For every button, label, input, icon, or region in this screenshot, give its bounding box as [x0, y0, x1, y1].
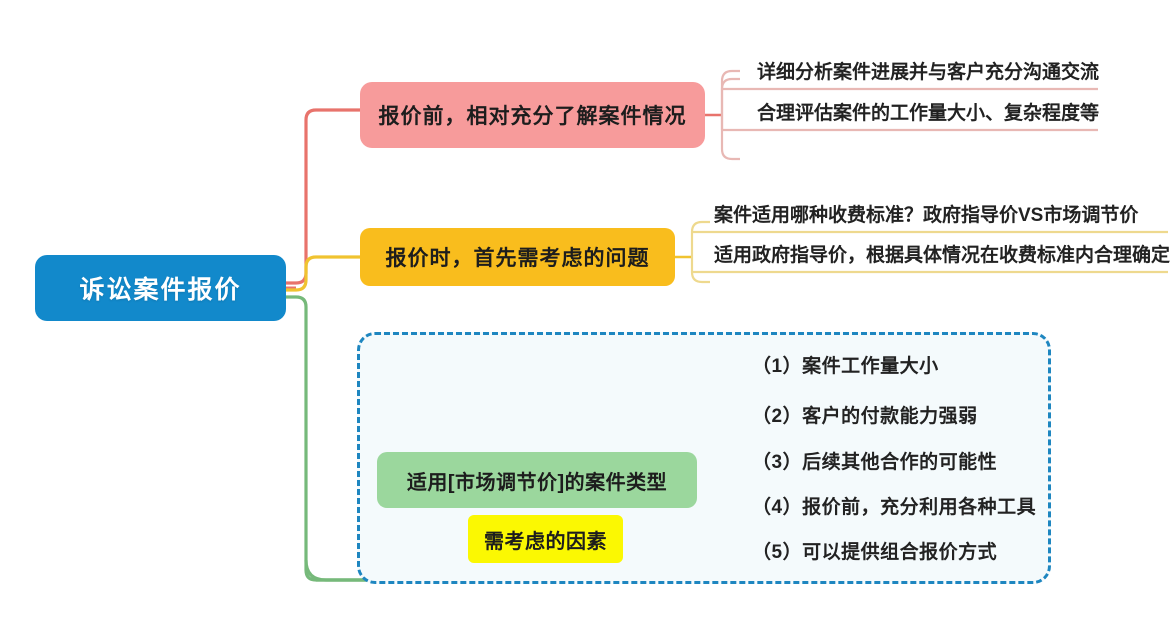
branch-3-tag-node[interactable]: 需考虑的因素	[468, 515, 623, 563]
leaf-3-2[interactable]: （2）客户的付款能力强弱	[752, 406, 978, 427]
leaf-1-2[interactable]: 合理评估案件的工作量大小、复杂程度等	[757, 103, 1100, 124]
leaf-3-3[interactable]: （3）后续其他合作的可能性	[752, 452, 998, 473]
leaf-1-1[interactable]: 详细分析案件进展并与客户充分沟通交流	[757, 62, 1100, 83]
leaf-2-2[interactable]: 适用政府指导价，根据具体情况在收费标准内合理确定	[714, 245, 1171, 266]
leaf-3-5[interactable]: （5）可以提供组合报价方式	[752, 542, 998, 563]
leaf-3-4[interactable]: （4）报价前，充分利用各种工具	[752, 497, 1037, 518]
leaf-3-1[interactable]: （1）案件工作量大小	[752, 356, 939, 377]
root-node[interactable]: 诉讼案件报价	[35, 255, 286, 321]
leaf-2-1[interactable]: 案件适用哪种收费标准？政府指导价VS市场调节价	[714, 205, 1139, 226]
branch-node-2[interactable]: 报价时，首先需考虑的问题	[360, 228, 675, 286]
branch-node-1[interactable]: 报价前，相对充分了解案件情况	[360, 82, 705, 148]
branch-node-3[interactable]: 适用[市场调节价]的案件类型	[377, 452, 697, 508]
